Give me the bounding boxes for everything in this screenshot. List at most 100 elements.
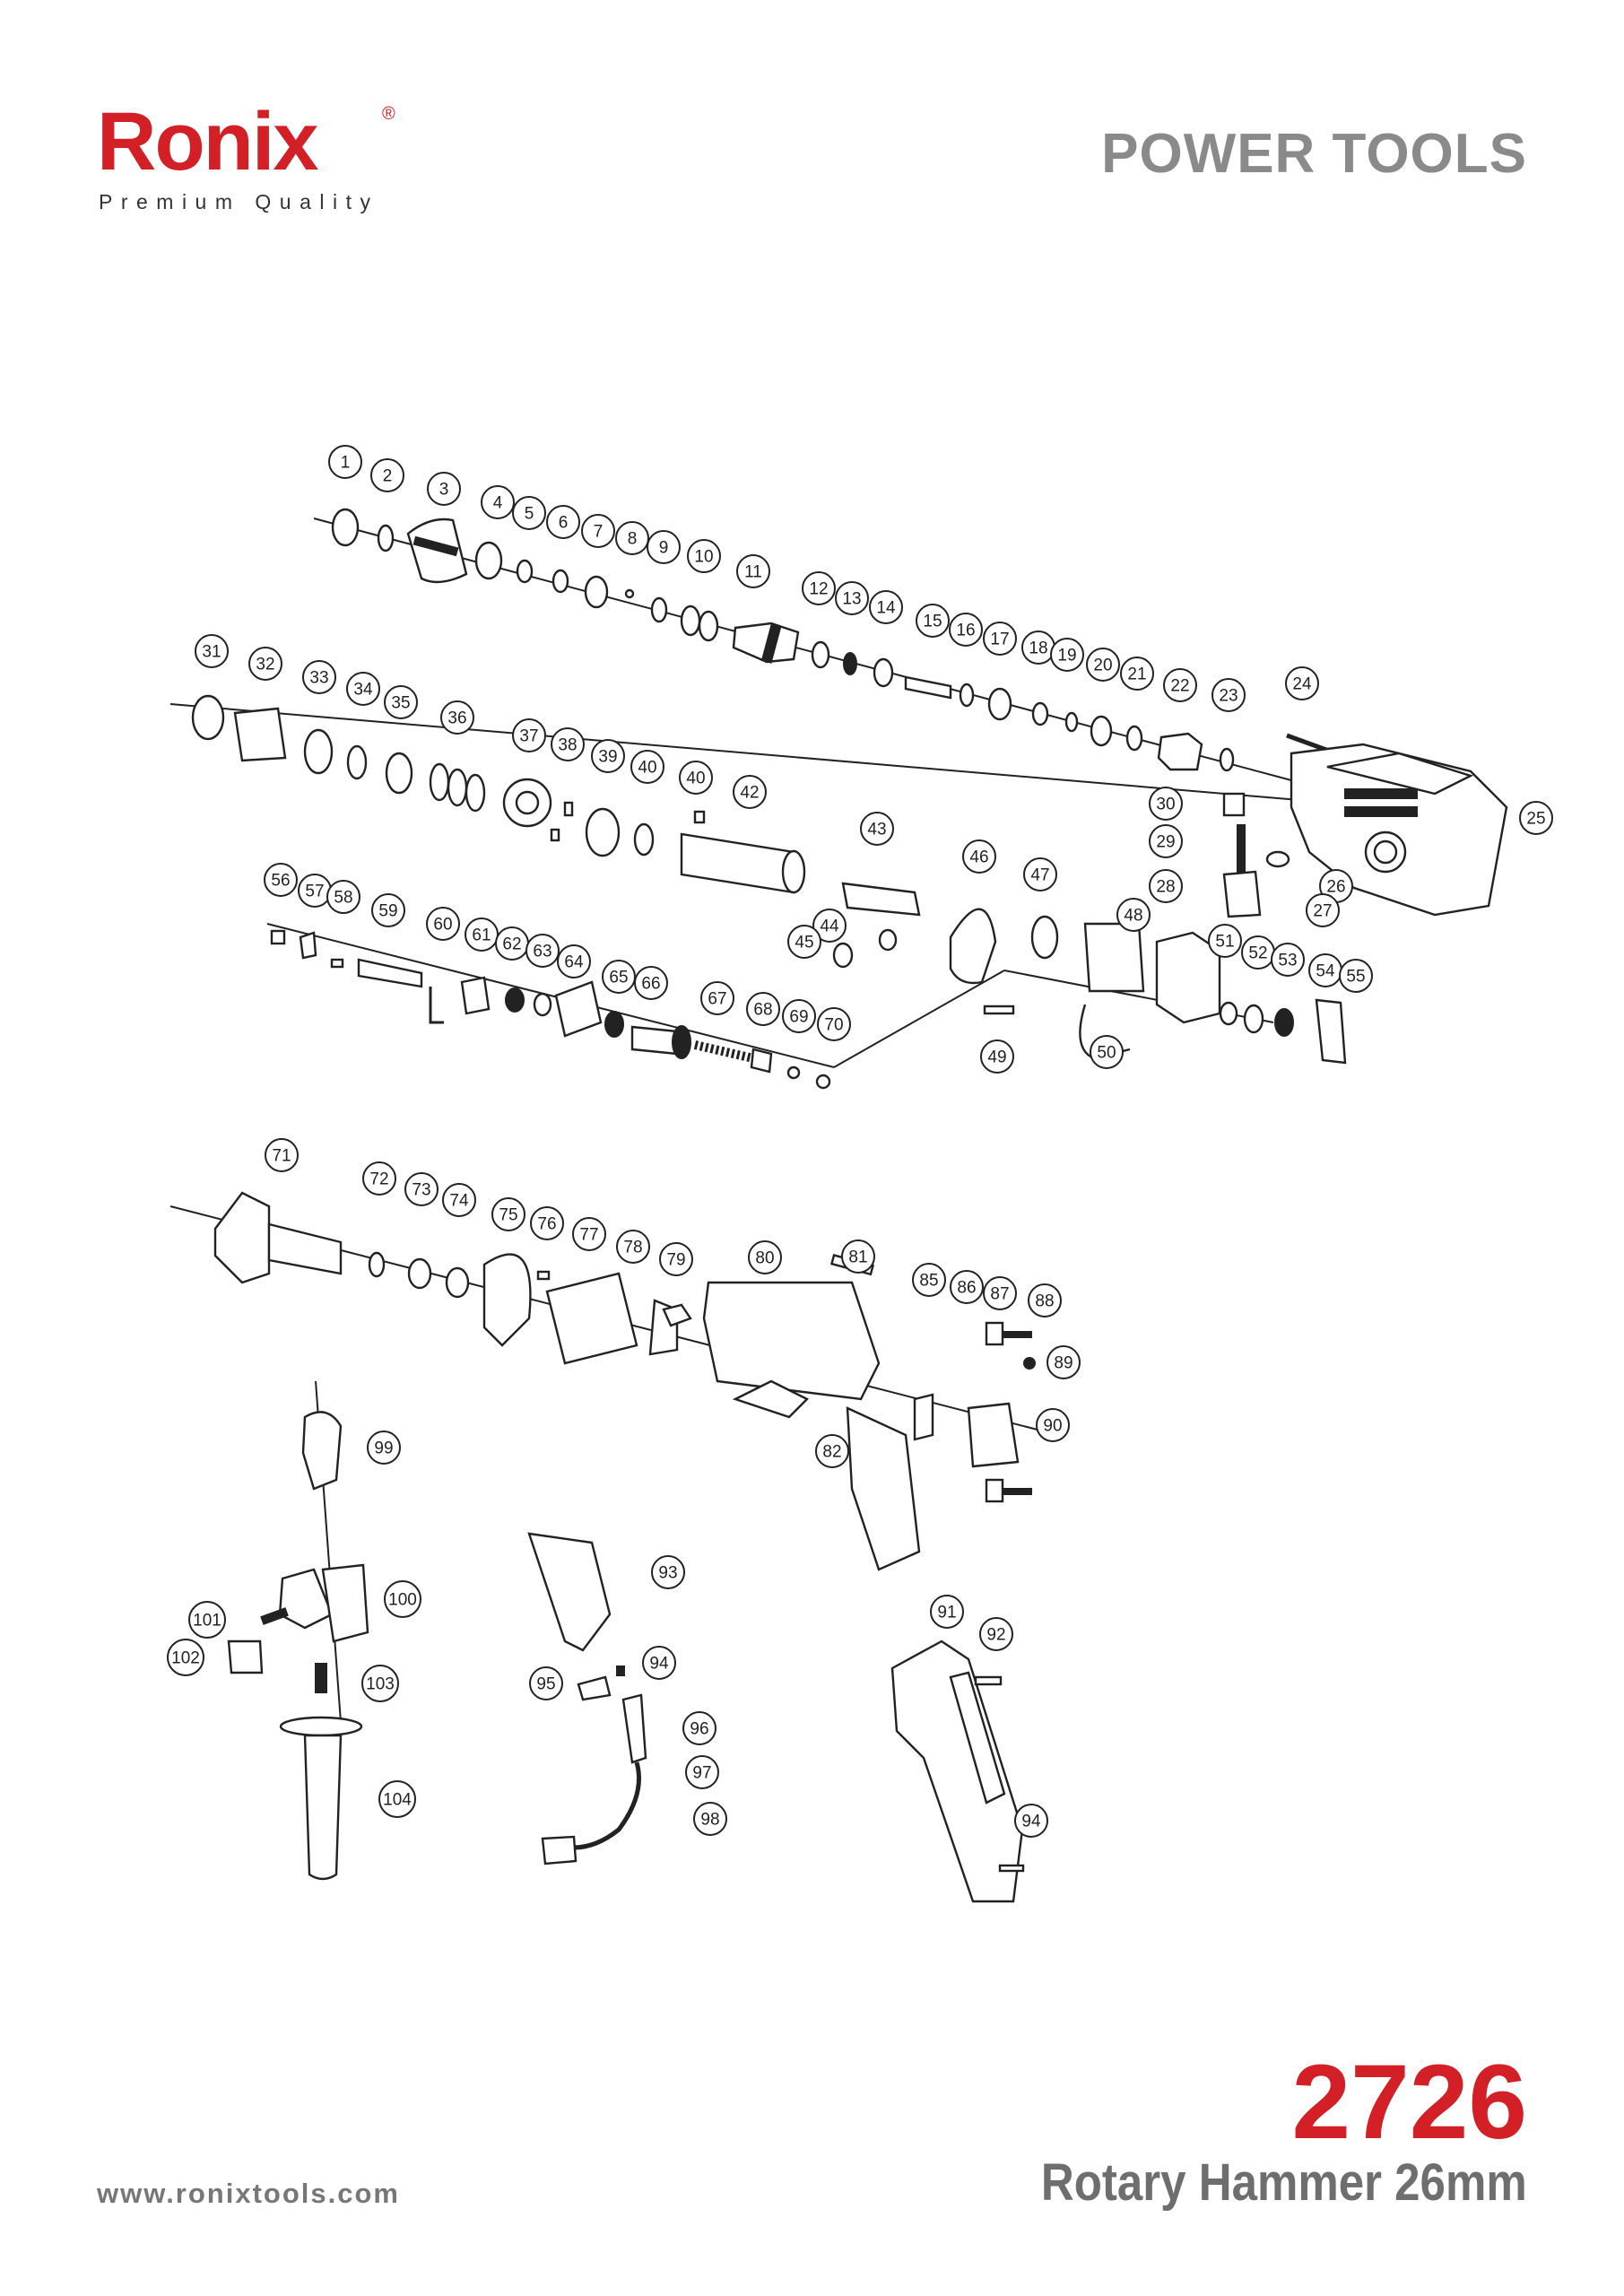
callout-circle [748, 1240, 782, 1274]
callout-part-79: 79 [659, 1242, 693, 1276]
callout-number: 69 [789, 1008, 808, 1027]
callout-number: 36 [447, 709, 466, 728]
callout-number: 28 [1156, 878, 1175, 897]
callout-number: 99 [374, 1439, 393, 1458]
callout-number: 24 [1292, 675, 1312, 694]
callout-part-17: 17 [983, 622, 1017, 656]
callout-circle [404, 1172, 439, 1206]
callout-part-42: 42 [733, 775, 767, 809]
callout-part-96: 96 [682, 1711, 716, 1745]
callout-circle [346, 672, 380, 706]
chuck-assembly-parts [331, 508, 1337, 772]
callout-circle [370, 458, 404, 492]
callout-number: 60 [433, 916, 452, 935]
callout-part-67: 67 [700, 981, 734, 1015]
switch-and-cord-parts [527, 1532, 647, 1866]
callout-circle [1211, 678, 1246, 712]
callout-circle [525, 934, 560, 968]
callout-part-27: 27 [1306, 893, 1340, 927]
callout-circle [1116, 898, 1151, 932]
piston-assembly-parts [191, 694, 1347, 1065]
callout-part-14: 14 [869, 590, 903, 624]
callout-part-47: 47 [1023, 857, 1057, 891]
callout-circle [634, 966, 668, 1000]
callout-number: 19 [1057, 647, 1076, 665]
callout-circle [869, 590, 903, 624]
switch-lever-parts [270, 929, 831, 1090]
callout-number: 81 [848, 1248, 867, 1267]
callout-part-35: 35 [384, 685, 418, 719]
callout-circle [860, 812, 894, 846]
callout-circle [1339, 959, 1373, 993]
callout-part-43: 43 [860, 812, 894, 846]
callout-circle [1271, 943, 1305, 977]
callout-part-57: 57 [298, 874, 332, 908]
callout-circle [687, 539, 721, 573]
callout-part-73: 73 [404, 1172, 439, 1206]
callout-part-60: 60 [426, 907, 460, 941]
callout-number: 53 [1278, 952, 1297, 970]
callout-part-72: 72 [362, 1161, 396, 1196]
callout-circle [630, 750, 664, 784]
callout-circle [782, 999, 816, 1033]
callout-part-8: 8 [615, 521, 649, 555]
rear-handle-parts [890, 1639, 1025, 1903]
callout-number: 79 [666, 1251, 685, 1270]
callout-part-68: 68 [746, 992, 780, 1026]
callout-circle [679, 761, 713, 795]
callout-circle [248, 647, 282, 681]
callout-circle [979, 1617, 1013, 1651]
callout-circle [736, 554, 770, 588]
callout-part-87: 87 [983, 1276, 1017, 1310]
callout-circle [912, 1263, 946, 1297]
callout-circle [384, 685, 418, 719]
callout-circle [615, 521, 649, 555]
callout-part-101: 101 [188, 1601, 226, 1639]
callout-circle [815, 1434, 849, 1468]
callout-part-31: 31 [195, 634, 229, 668]
callout-number: 95 [536, 1675, 555, 1694]
callout-number: 8 [628, 530, 638, 549]
callout-part-38: 38 [551, 727, 585, 761]
callout-circle [949, 613, 983, 647]
callout-circle [647, 530, 681, 564]
callout-number: 76 [537, 1215, 556, 1234]
callout-part-22: 22 [1163, 668, 1197, 702]
callout-number: 85 [919, 1272, 938, 1291]
callout-circle [812, 909, 847, 943]
callout-circle [1163, 668, 1197, 702]
callout-number: 61 [472, 926, 491, 945]
callout-part-21: 21 [1120, 657, 1154, 691]
callout-number: 20 [1093, 657, 1112, 675]
callout-number: 31 [202, 643, 221, 662]
callout-number: 18 [1029, 639, 1047, 658]
callout-part-19: 19 [1050, 638, 1084, 672]
brand-name: Ronix [97, 96, 319, 187]
callout-number: 55 [1346, 968, 1365, 987]
callout-number: 29 [1156, 833, 1175, 852]
callout-circle [693, 1802, 727, 1836]
callout-circle [983, 1276, 1017, 1310]
callout-number: 30 [1156, 796, 1175, 814]
callout-circle [916, 604, 950, 638]
callout-circle [930, 1595, 964, 1629]
callout-number: 65 [609, 969, 628, 987]
callout-circle [642, 1646, 676, 1680]
callout-number: 78 [623, 1239, 642, 1257]
brand-tagline: Premium Quality [99, 190, 379, 213]
callout-number: 102 [171, 1649, 200, 1668]
callout-circle [1050, 638, 1084, 672]
callout-circle [1149, 824, 1183, 858]
callout-part-37: 37 [512, 718, 546, 752]
callout-circle [302, 660, 336, 694]
callout-part-52: 52 [1241, 935, 1275, 970]
callout-number: 103 [366, 1675, 395, 1694]
callout-circle [1086, 648, 1120, 682]
callout-part-44: 44 [812, 909, 847, 943]
callout-part-40: 40 [630, 750, 664, 784]
callout-part-40: 40 [679, 761, 713, 795]
callout-circle [682, 1711, 716, 1745]
callout-number: 45 [795, 934, 813, 952]
callout-circle [1028, 1283, 1062, 1318]
callout-part-94: 94 [1014, 1804, 1048, 1838]
